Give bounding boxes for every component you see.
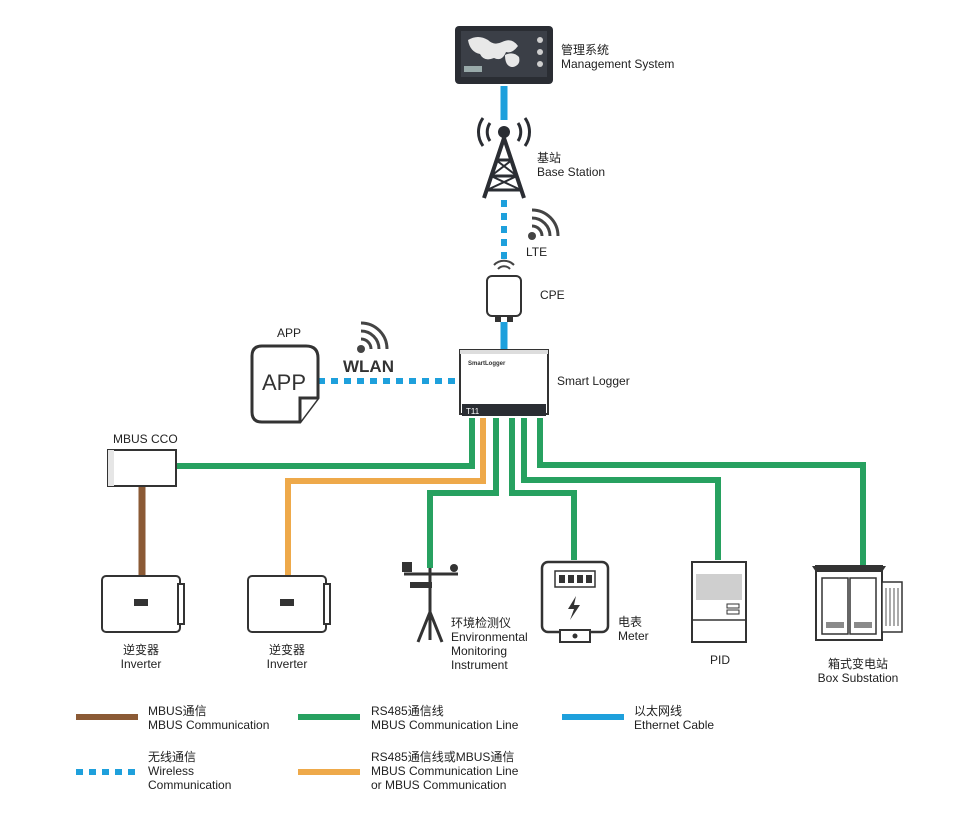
legend-item-rs485-or-mbus: RS485通信线或MBUS通信 MBUS Communication Line … bbox=[371, 750, 518, 792]
monitor-icon bbox=[455, 26, 553, 84]
legend-swatch-rs485 bbox=[298, 714, 360, 720]
legend-item-ethernet: 以太网线 Ethernet Cable bbox=[634, 704, 714, 732]
mbus-cco-icon bbox=[107, 449, 177, 487]
pid-device-icon bbox=[691, 561, 747, 643]
inverter-1-label: 逆变器 Inverter bbox=[111, 643, 171, 671]
legend-item-rs485: RS485通信线 MBUS Communication Line bbox=[371, 704, 518, 732]
env-monitor-en-1: Environmental bbox=[451, 630, 528, 644]
base-station-zh: 基站 bbox=[537, 151, 562, 165]
inverter-1-zh: 逆变器 bbox=[122, 643, 159, 657]
legend-ethernet-zh: 以太网线 bbox=[634, 704, 683, 718]
legend-wireless-en-2: Communication bbox=[148, 778, 232, 792]
logger-port-label: T11 bbox=[466, 407, 480, 416]
app-icon: APP bbox=[250, 344, 320, 424]
rs485-or-mbus-link-inverter-2 bbox=[285, 418, 486, 576]
management-system-en: Management System bbox=[561, 57, 675, 71]
logger-brand: SmartLogger bbox=[468, 361, 506, 367]
legend-swatch-rs485-or-mbus bbox=[298, 769, 360, 775]
weather-station-icon bbox=[402, 562, 458, 643]
meter-icon bbox=[540, 560, 610, 643]
management-system-zh: 管理系统 bbox=[561, 43, 610, 57]
base-station-en: Base Station bbox=[537, 165, 606, 179]
box-substation-label: 箱式变电站 Box Substation bbox=[808, 657, 908, 685]
legend-mbus-zh: MBUS通信 bbox=[148, 704, 207, 718]
rs485-link-meter bbox=[509, 418, 577, 560]
box-substation-icon bbox=[812, 565, 903, 641]
meter-label: 电表 Meter bbox=[618, 615, 649, 643]
env-monitor-en-3: Instrument bbox=[451, 658, 508, 672]
env-monitor-zh: 环境检测仪 bbox=[451, 616, 512, 630]
legend-rs485-zh: RS485通信线 bbox=[371, 704, 444, 718]
cpe-label: CPE bbox=[540, 288, 565, 302]
legend-rs485-or-mbus-zh: RS485通信线或MBUS通信 bbox=[371, 750, 515, 764]
rs485-link-mbus-cco bbox=[176, 418, 475, 469]
legend-rs485-or-mbus-en: MBUS Communication Line bbox=[371, 764, 519, 778]
rs485-link-pid bbox=[521, 418, 721, 560]
legend-item-wireless: 无线通信 Wireless Communication bbox=[148, 750, 231, 792]
legend-rs485-or-mbus-en-2: or MBUS Communication bbox=[371, 778, 507, 792]
logger-icon: SmartLogger T11 bbox=[459, 349, 549, 416]
legend-swatch-wireless bbox=[76, 769, 138, 775]
lte-label: LTE bbox=[526, 245, 548, 259]
legend-item-mbus: MBUS通信 MBUS Communication bbox=[148, 704, 269, 732]
tower-icon bbox=[476, 117, 532, 199]
rs485-link-box-substation bbox=[537, 418, 866, 565]
inverter-2-label: 逆变器 Inverter bbox=[257, 643, 317, 671]
base-station-label: 基站 Base Station bbox=[537, 151, 605, 179]
rs485-link-env-monitor bbox=[427, 418, 499, 568]
box-substation-zh: 箱式变电站 bbox=[827, 657, 888, 671]
wlan-label: WLAN bbox=[343, 357, 394, 376]
legend-swatch-mbus bbox=[76, 714, 138, 720]
inverter-icon bbox=[101, 575, 185, 633]
legend-rs485-en: MBUS Communication Line bbox=[371, 718, 519, 732]
legend-swatch-ethernet bbox=[562, 714, 624, 720]
wifi-icon bbox=[357, 321, 389, 353]
mbus-cco-label: MBUS CCO bbox=[113, 432, 178, 446]
inverter-1-en: Inverter bbox=[120, 657, 162, 671]
legend-wireless-zh: 无线通信 bbox=[148, 750, 197, 764]
legend-mbus-en: MBUS Communication bbox=[148, 718, 270, 732]
legend-ethernet-en: Ethernet Cable bbox=[634, 718, 715, 732]
cpe-icon bbox=[486, 259, 522, 322]
pid-label: PID bbox=[709, 653, 730, 667]
legend-wireless-en: Wireless bbox=[148, 764, 195, 778]
app-label: APP bbox=[277, 326, 302, 340]
wifi-icon bbox=[528, 208, 560, 240]
env-monitor-en-2: Monitoring bbox=[451, 644, 508, 658]
meter-zh: 电表 bbox=[618, 615, 643, 629]
app-icon-text: APP bbox=[262, 370, 306, 395]
inverter-2-zh: 逆变器 bbox=[268, 643, 305, 657]
meter-en: Meter bbox=[618, 629, 649, 643]
box-substation-en: Box Substation bbox=[817, 671, 899, 685]
smart-logger-label: Smart Logger bbox=[557, 374, 630, 388]
env-monitor-label: 环境检测仪 Environmental Monitoring Instrumen… bbox=[451, 616, 528, 672]
inverter-icon bbox=[247, 575, 331, 633]
management-system-label: 管理系统 Management System bbox=[561, 43, 674, 71]
inverter-2-en: Inverter bbox=[266, 657, 308, 671]
